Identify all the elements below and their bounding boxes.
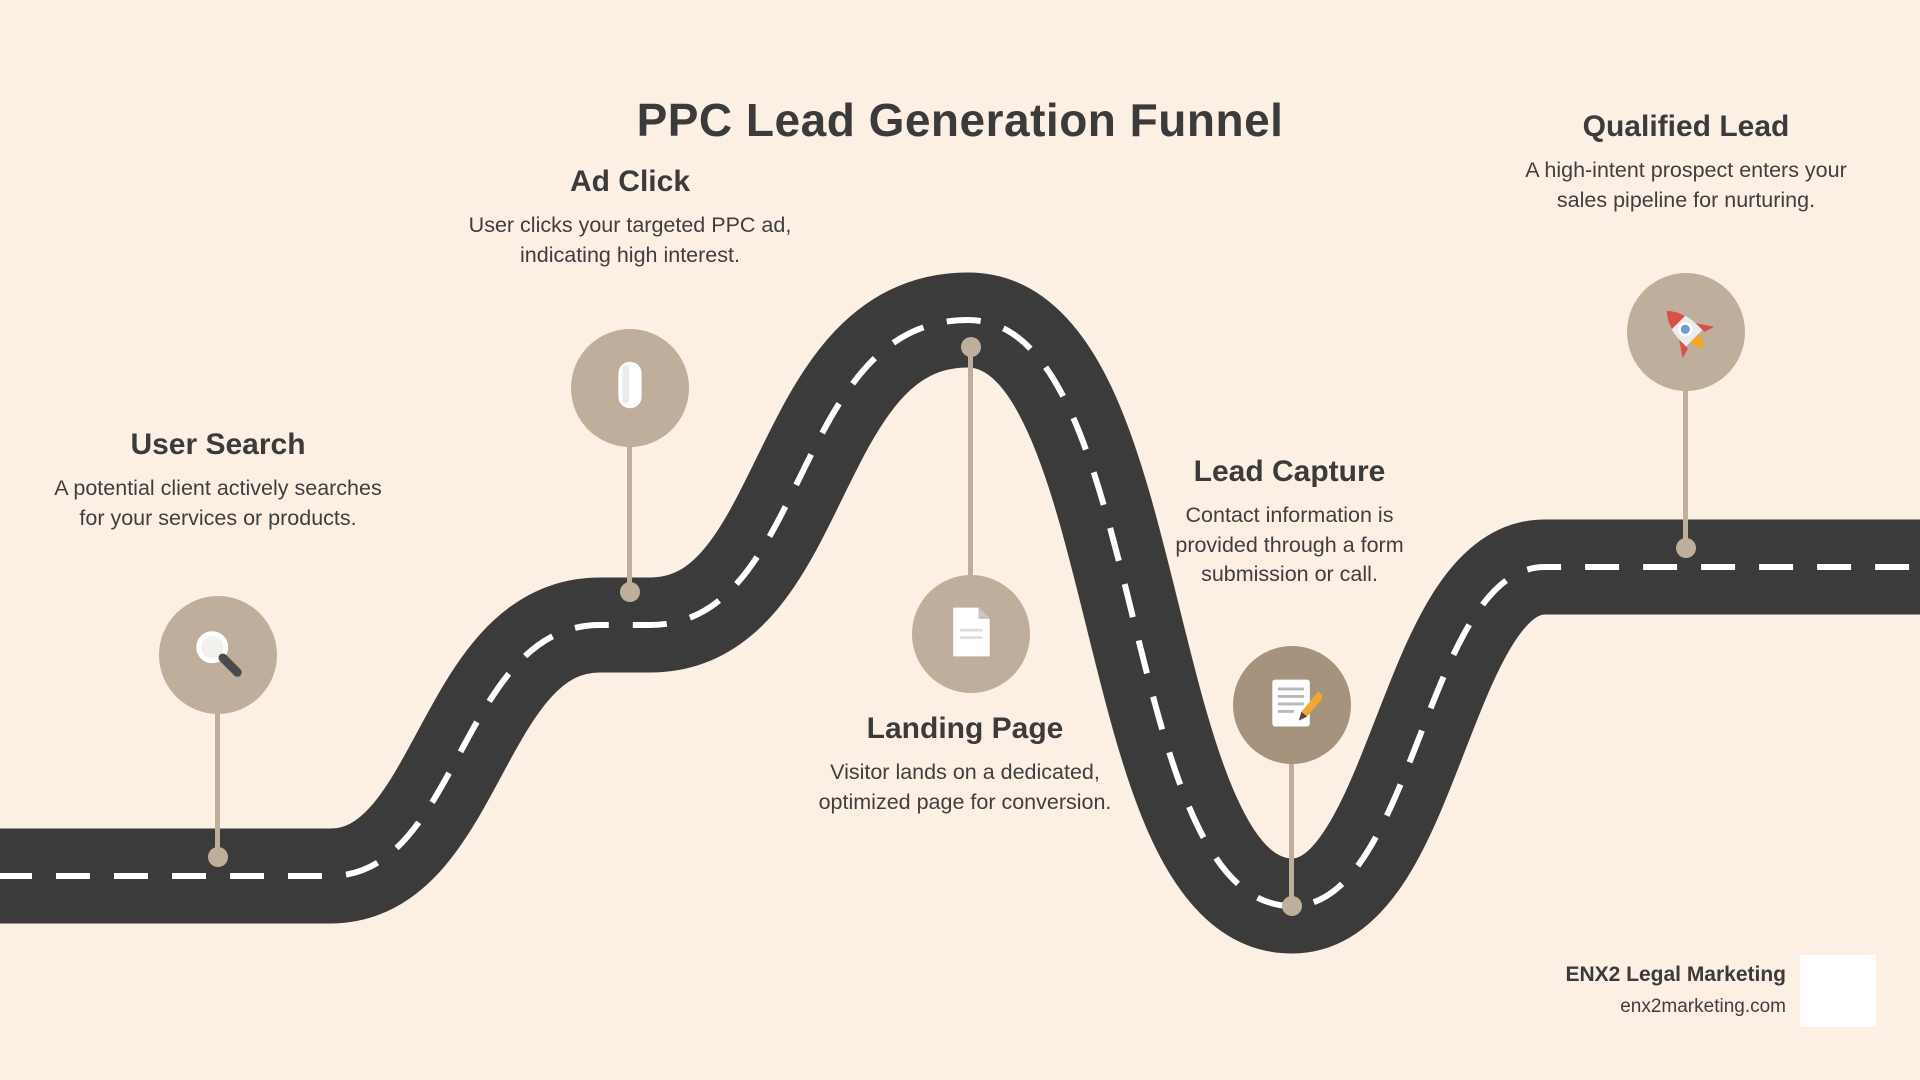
step-user-search-text: User Search A potential client actively … xyxy=(43,428,393,533)
footer-logo xyxy=(1800,955,1876,1027)
step-connector xyxy=(1683,385,1688,547)
road-marker-dot xyxy=(208,847,228,867)
step-connector xyxy=(627,441,632,591)
step-connector xyxy=(215,708,220,858)
step-badge xyxy=(1233,646,1351,764)
step-badge xyxy=(912,575,1030,693)
mouse-icon xyxy=(599,355,661,422)
step-description: A high-intent prospect enters your sales… xyxy=(1525,158,1847,212)
step-description: User clicks your targeted PPC ad, indica… xyxy=(468,213,792,267)
step-title: Ad Click xyxy=(569,165,691,198)
step-connector xyxy=(1289,758,1294,906)
road-marker-dot xyxy=(961,337,981,357)
step-title: Lead Capture xyxy=(1193,455,1386,488)
step-description: Contact information is provided through … xyxy=(1175,503,1404,587)
step-lead-capture-text: Lead Capture Contact information is prov… xyxy=(1172,455,1407,590)
step-title: Landing Page xyxy=(866,712,1064,745)
step-description: A potential client actively searches for… xyxy=(54,476,382,530)
rocket-icon xyxy=(1655,299,1717,366)
footer-website: enx2marketing.com xyxy=(1620,996,1786,1017)
form-pencil-icon xyxy=(1262,673,1325,738)
page-title: PPC Lead Generation Funnel xyxy=(636,93,1284,146)
search-icon xyxy=(187,622,249,689)
road-marker-dot xyxy=(1676,538,1696,558)
step-title: User Search xyxy=(130,428,306,461)
footer-brand: ENX2 Legal Marketing xyxy=(1565,963,1786,986)
step-badge xyxy=(1627,273,1745,391)
document-icon xyxy=(941,602,1001,667)
step-badge xyxy=(571,329,689,447)
road-marker-dot xyxy=(620,582,640,602)
step-title: Qualified Lead xyxy=(1582,110,1790,143)
step-qualified-lead-text: Qualified Lead A high-intent prospect en… xyxy=(1501,110,1871,215)
step-landing-page-text: Landing Page Visitor lands on a dedicate… xyxy=(800,712,1130,817)
road-marker-dot xyxy=(1282,896,1302,916)
step-badge xyxy=(159,596,277,714)
footer-attribution: ENX2 Legal Marketing enx2marketing.com xyxy=(1565,963,1786,1018)
step-description: Visitor lands on a dedicated, optimized … xyxy=(818,760,1112,814)
step-connector xyxy=(968,350,973,580)
step-ad-click-text: Ad Click User clicks your targeted PPC a… xyxy=(445,165,815,270)
